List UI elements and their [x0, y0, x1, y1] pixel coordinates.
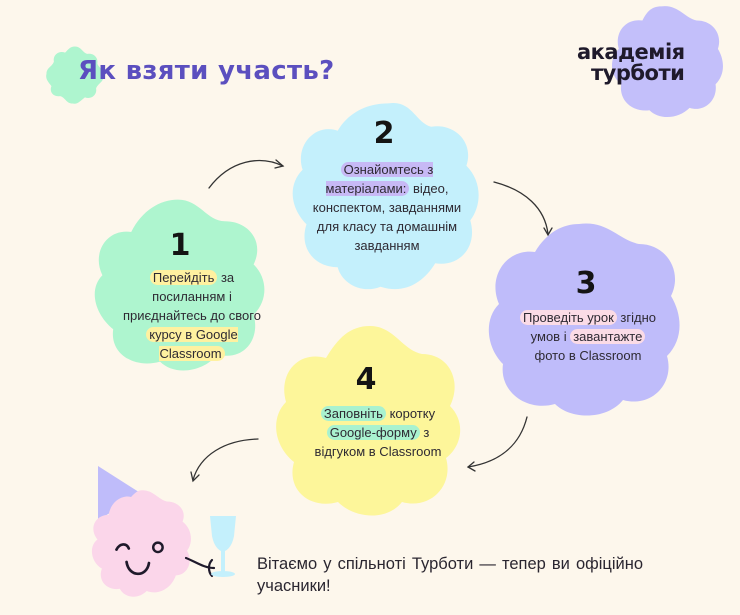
step-2-rest: відео, конспектом, завданнями для класу …	[312, 181, 462, 253]
step-4-highlight-1: Заповніть	[320, 406, 386, 421]
academy-logo: академія турботи	[577, 42, 699, 84]
logo-line-2: турботи	[591, 61, 685, 85]
mascot-party-hat-icon	[98, 466, 142, 520]
step-2-number: 2	[373, 116, 395, 151]
step-4-rest-1: коротку	[385, 406, 436, 421]
page-title: Як взяти участь?	[78, 56, 335, 86]
step-1-text: Перейдіть за посиланням і приєднайтесь д…	[122, 268, 262, 363]
step-1-highlight-1: Перейдіть	[149, 270, 218, 285]
step-3-highlight-1: Проведіть урок	[519, 310, 617, 325]
mascot-arm-icon	[184, 556, 216, 578]
champagne-glass-icon	[210, 516, 236, 577]
mascot-pink-blob-icon	[91, 490, 191, 597]
logo-blob	[611, 6, 723, 118]
step-2-text: Ознайомтесь з матеріалами: відео, конспе…	[302, 160, 472, 255]
step-1-rest: за посиланням і приєднайтесь до свого	[123, 270, 261, 323]
step-4-text: Заповніть коротку Google-форму з відгуко…	[300, 404, 456, 461]
step-3-rest-2: фото в Classroom	[534, 348, 642, 363]
step-3-number: 3	[575, 266, 597, 301]
title-blob-decoration	[46, 46, 104, 104]
step-4-rest-2: з відгуком в Classroom	[314, 425, 442, 459]
step-4-number: 4	[355, 362, 377, 397]
step-2-blob	[292, 102, 479, 290]
step-3-text: Проведіть урок згідно умов і завантажте …	[518, 308, 658, 365]
step-4-highlight-2: Google-форму	[326, 425, 420, 440]
step-1-number: 1	[169, 228, 191, 263]
step-3-rest-1: згідно умов і	[530, 310, 657, 344]
congratulations-message: Вітаємо у спільноті Турботи — тепер ви о…	[257, 555, 643, 595]
step-3-highlight-2: завантажте	[570, 329, 646, 344]
logo-line-1: академія	[577, 40, 685, 64]
